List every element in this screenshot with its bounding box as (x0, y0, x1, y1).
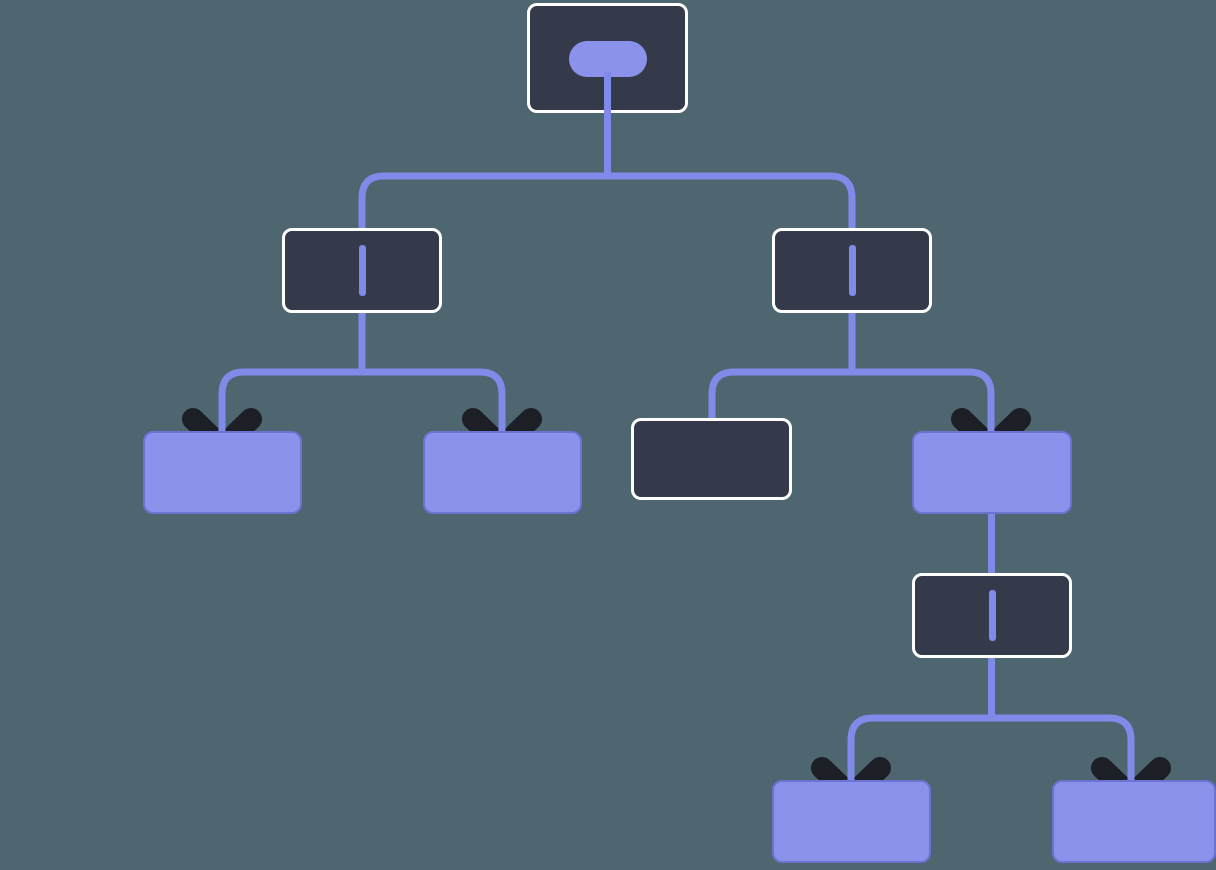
edge-n2-n6 (848, 308, 995, 449)
edge-n0-n2 (604, 106, 856, 234)
node-branch-left[interactable] (282, 228, 442, 313)
node-leaf-3[interactable] (772, 780, 931, 863)
node-leaf-empty[interactable] (631, 418, 792, 500)
vertical-line-icon (988, 590, 996, 641)
node-leaf-2[interactable] (423, 431, 582, 514)
node-branch-right[interactable] (772, 228, 932, 313)
edge-n7-n8 (847, 653, 995, 798)
pin-stem-shape (604, 72, 611, 116)
pin-head-shape (568, 41, 647, 77)
vertical-line-icon (848, 245, 856, 296)
edge-n0-n1 (358, 106, 611, 234)
node-leaf-4[interactable] (1052, 780, 1216, 863)
edge-n2-n5 (708, 308, 856, 424)
node-branch-deep[interactable] (912, 573, 1072, 658)
node-leaf-1[interactable] (143, 431, 302, 514)
node-root[interactable] (527, 3, 688, 116)
vertical-line-icon (358, 245, 366, 296)
edge-n1-n3 (218, 308, 366, 449)
edge-n1-n4 (358, 308, 506, 449)
edge-n7-n9 (988, 653, 1135, 798)
pin-icon (530, 6, 685, 116)
node-branch-accent[interactable] (912, 431, 1072, 514)
